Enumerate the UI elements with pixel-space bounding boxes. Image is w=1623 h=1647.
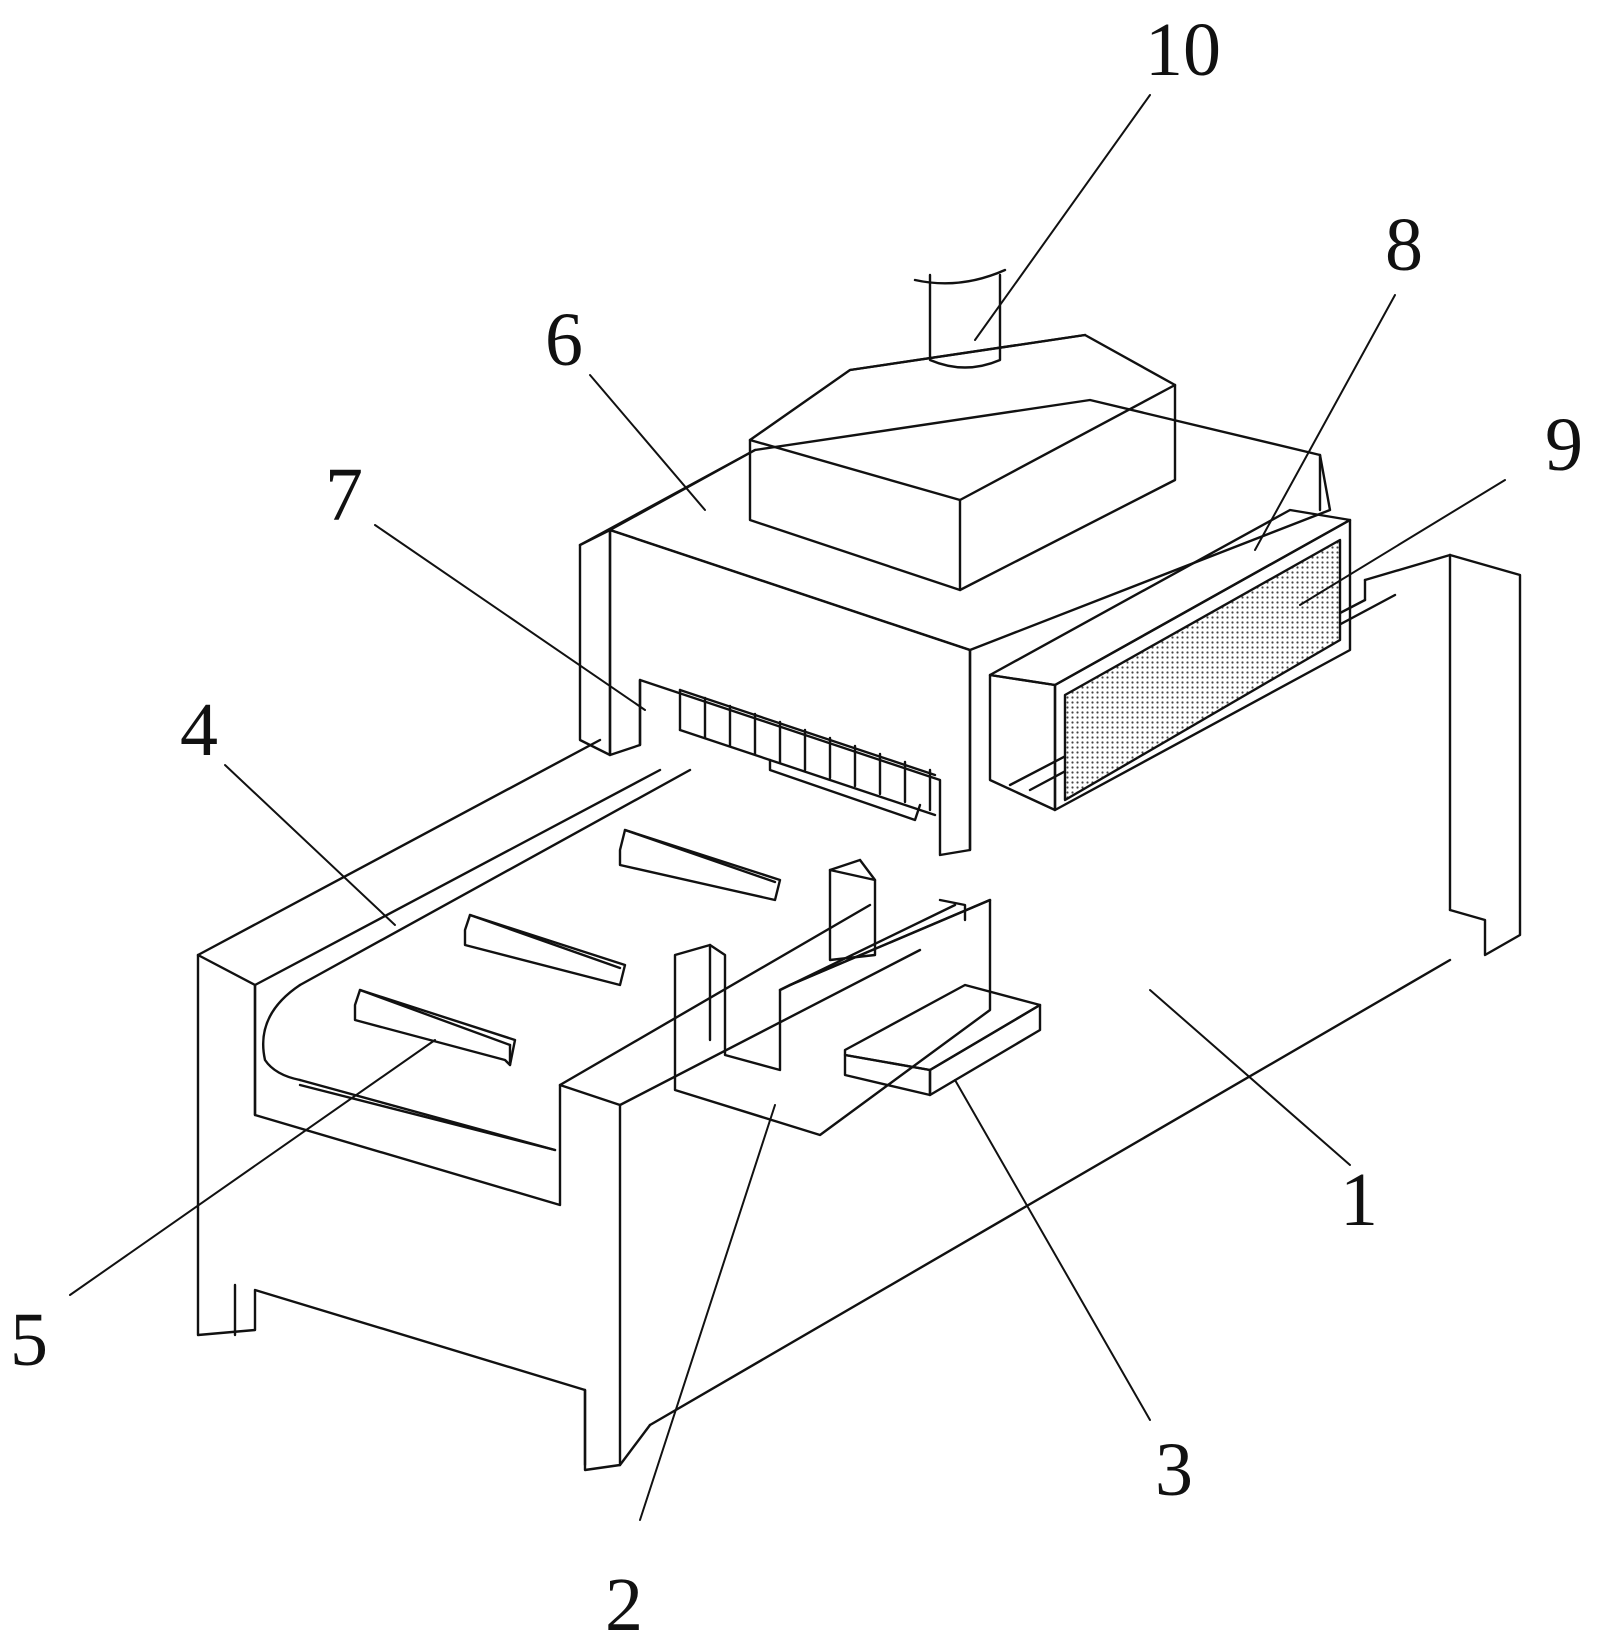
label-7: 7 — [325, 453, 363, 537]
exhaust-pipe — [913, 268, 1007, 369]
label-8: 8 — [1385, 203, 1423, 287]
label-9: 9 — [1545, 403, 1583, 487]
work-pieces — [353, 828, 782, 1067]
housing — [578, 398, 1332, 857]
label-3: 3 — [1155, 1428, 1193, 1512]
part-labels: 10 6 8 9 7 4 5 1 2 3 — [10, 8, 1583, 1647]
label-5: 5 — [10, 1298, 48, 1382]
label-6: 6 — [545, 298, 583, 382]
fan-box — [988, 508, 1352, 812]
fixture — [673, 858, 992, 1137]
handle — [843, 983, 1042, 1097]
machine-frame — [196, 553, 1522, 1472]
label-2: 2 — [605, 1563, 643, 1647]
conveyor-belt — [262, 768, 872, 1152]
label-10: 10 — [1145, 8, 1221, 92]
leader-lines — [69, 94, 1506, 1521]
label-1: 1 — [1340, 1158, 1378, 1242]
label-4: 4 — [180, 688, 218, 772]
top-box — [748, 333, 1177, 592]
